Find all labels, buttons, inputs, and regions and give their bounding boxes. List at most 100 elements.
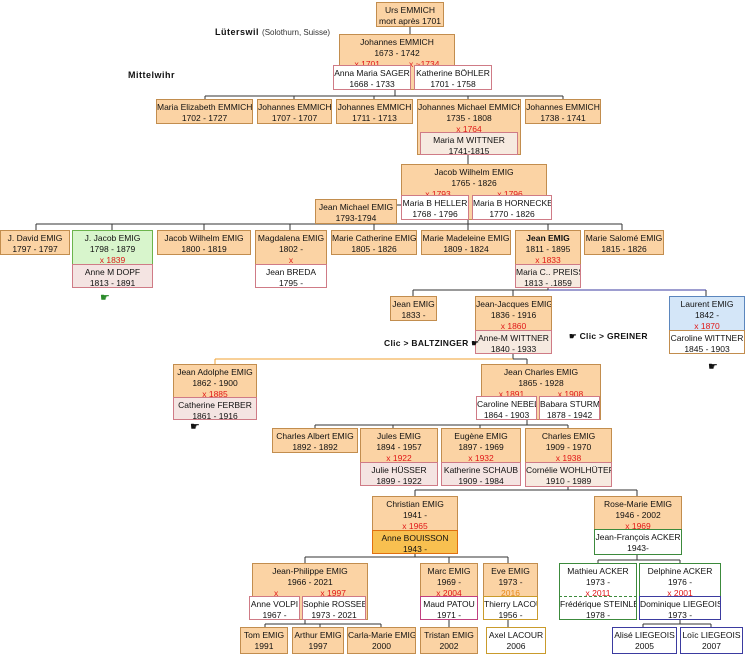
spouse-bohler[interactable]: Katherine BÖHLER 1701 - 1758 xyxy=(414,65,492,90)
pointing-hand-icon[interactable]: ☛ xyxy=(100,292,110,304)
marriage-year: x 1938 xyxy=(555,453,582,463)
person-dates: 1770 - 1826 xyxy=(489,209,535,219)
spouse-wittner-1845[interactable]: Caroline WITTNER 1845 - 1903 xyxy=(669,330,745,354)
marriage-year: x 1969 xyxy=(625,521,651,531)
marriage-year: x 1764 xyxy=(456,124,482,134)
person-jean-michael-emig[interactable]: Jean Michael EMIG 1793-1794 xyxy=(315,199,397,224)
spouse-acker[interactable]: Jean-François ACKER 1943- xyxy=(594,529,682,555)
spouse-wittner-1741[interactable]: Maria M WITTNER 1741-1815 xyxy=(420,132,518,155)
spouse-steinle[interactable]: Frédérique STEINLÉ 1978 - xyxy=(559,596,637,620)
link-label: Clic > GREINER xyxy=(579,331,648,341)
pointing-hand-icon[interactable]: ☛ xyxy=(708,361,718,373)
person-maria-elizabeth-emmich[interactable]: Maria Elizabeth EMMICH 1702 - 1727 xyxy=(156,99,253,124)
person-johannes-emmich-1711[interactable]: Johannes EMMICH 1711 - 1713 xyxy=(336,99,413,124)
spouse-schaub[interactable]: Katherine SCHAUB 1909 - 1984 xyxy=(441,462,521,486)
person-j-david-emig[interactable]: J. David EMIG 1797 - 1797 xyxy=(0,230,70,255)
person-dates: 1711 - 1713 xyxy=(352,113,397,123)
person-dates: 1973 - xyxy=(667,610,693,620)
person-name: Katherine SCHAUB xyxy=(443,465,519,475)
spouse-wittner-1840[interactable]: Anne-M WITTNER 1840 - 1933 xyxy=(475,330,552,354)
person-jean-emig-1833[interactable]: Jean EMIG 1833 - xyxy=(390,296,437,321)
person-dates: 1978 - xyxy=(585,610,611,620)
spouse-nebel[interactable]: Caroline NEBEL 1864 - 1903 xyxy=(476,396,537,420)
person-arthur-emig[interactable]: Arthur EMIG 1997 xyxy=(292,627,344,654)
person-name: Jacob Wilhelm EMIG xyxy=(164,233,244,243)
person-name: Maria B HORNECKER xyxy=(473,198,552,208)
person-name: Johannes EMMICH xyxy=(258,102,332,112)
person-johannes-emmich-1738[interactable]: Johannes EMMICH 1738 - 1741 xyxy=(525,99,601,124)
marriage-year: x 1833 xyxy=(535,255,561,265)
person-tom-emig[interactable]: Tom EMIG 1991 xyxy=(240,627,288,654)
spouse-heller[interactable]: Maria B HELLER 1768 - 1796 xyxy=(401,195,469,220)
person-name: Anne VOLPI xyxy=(250,599,299,609)
person-johannes-emmich-1707[interactable]: Johannes EMMICH 1707 - 1707 xyxy=(257,99,332,124)
person-dates: 1768 - 1796 xyxy=(412,209,458,219)
location-mittelwihr: Mittelwihr xyxy=(128,70,175,80)
spouse-lacour[interactable]: Thierry LACOUR 1956 - xyxy=(483,596,538,620)
person-urs-emmich[interactable]: Urs EMMICH mort après 1701 xyxy=(376,2,444,27)
person-name: Alisé LIEGEOIS xyxy=(614,630,675,640)
person-dates: 1765 - 1826 xyxy=(451,178,497,188)
person-dates: 2007 xyxy=(702,641,721,651)
person-dates: 1864 - 1903 xyxy=(483,410,530,420)
spouse-ferber[interactable]: Catherine FERBER 1861 - 1916 xyxy=(173,397,257,420)
marriage-year: x 2011 xyxy=(585,588,611,598)
person-name: Eve EMIG xyxy=(491,566,530,576)
person-jacob-wilhelm-emig-1800[interactable]: Jacob Wilhelm EMIG 1800 - 1819 xyxy=(157,230,251,255)
person-name: Maria M WITTNER xyxy=(433,135,505,145)
spouse-patou[interactable]: Maud PATOU 1971 - xyxy=(420,596,478,620)
person-name: Jean-François ACKER xyxy=(595,532,681,542)
person-name: Jean BREDA xyxy=(265,267,317,277)
person-dates: 1668 - 1733 xyxy=(349,79,395,89)
spouse-breda[interactable]: Jean BREDA 1795 - xyxy=(255,264,327,288)
person-name: Anne BOUISSON xyxy=(381,533,449,543)
person-dates: 1991 xyxy=(254,641,274,651)
person-name: Julie HÜSSER xyxy=(371,465,427,475)
person-name: Jean Charles EMIG xyxy=(503,367,579,377)
person-dates: 1738 - 1741 xyxy=(540,113,586,123)
marriage-year: x ~1734 xyxy=(409,59,440,69)
spouse-rosseel[interactable]: Sophie ROSSEEL 1973 - 2021 xyxy=(302,596,366,620)
spouse-preiss[interactable]: Maria C.. PREISS 1813 - .1859 xyxy=(515,264,581,288)
spouse-volpi[interactable]: Anne VOLPI 1967 - xyxy=(249,596,300,620)
spouse-sager[interactable]: Anna Maria SAGER 1668 - 1733 xyxy=(333,65,411,90)
spouse-hornecker[interactable]: Maria B HORNECKER 1770 - 1826 xyxy=(472,195,552,220)
spouse-bouisson[interactable]: Anne BOUISSON 1943 - xyxy=(372,530,458,554)
link-greiner[interactable]: ☛ Clic > GREINER xyxy=(569,331,648,342)
person-name: Urs EMMICH xyxy=(384,5,436,15)
person-name: Dominique LIEGEOIS xyxy=(640,599,721,609)
person-tristan-emig[interactable]: Tristan EMIG 2002 xyxy=(420,627,478,654)
person-axel-lacour[interactable]: Axel LACOUR 2006 xyxy=(486,627,546,654)
person-name: Marie Madeleine EMIG xyxy=(422,233,510,243)
person-dates: 1836 - 1916 xyxy=(490,310,537,320)
person-name: Babara STURM xyxy=(540,399,600,409)
marriage-year: x 1870 xyxy=(694,321,720,331)
spouse-dopf[interactable]: Anne M DOPF 1813 - 1891 xyxy=(72,264,153,288)
person-name: Jean Adolphe EMIG xyxy=(177,367,253,377)
person-name: Magdalena EMIG xyxy=(257,233,325,243)
person-marie-madeleine-emig[interactable]: Marie Madeleine EMIG 1809 - 1824 xyxy=(421,230,511,255)
link-baltzinger[interactable]: Clic > BALTZINGER ☛ xyxy=(384,338,479,349)
person-name: Jacob Wilhelm EMIG xyxy=(434,167,514,177)
person-loic-liegeois[interactable]: Loïc LIEGEOIS 2007 xyxy=(680,627,743,654)
person-dates: 1862 - 1900 xyxy=(192,378,238,388)
link-label: Clic > BALTZINGER xyxy=(384,338,469,348)
marriage-year: x 1839 xyxy=(99,255,126,265)
person-carla-marie-emig[interactable]: Carla-Marie EMIG 2000 xyxy=(347,627,416,654)
person-dates: 1798 - 1879 xyxy=(89,244,136,254)
person-marie-catherine-emig[interactable]: Marie Catherine EMIG 1805 - 1826 xyxy=(331,230,417,255)
person-alise-liegeois[interactable]: Alisé LIEGEOIS 2005 xyxy=(612,627,677,654)
person-marie-salome-emig[interactable]: Marie Salomé EMIG 1815 - 1826 xyxy=(584,230,664,255)
person-name: Jean EMIG xyxy=(392,299,435,309)
spouse-wohlhuter[interactable]: Cornélie WOHLHÜTER 1910 - 1989 xyxy=(525,462,612,487)
spouse-husser[interactable]: Julie HÜSSER 1899 - 1922 xyxy=(360,462,438,486)
spouse-liegeois[interactable]: Dominique LIEGEOIS 1973 - xyxy=(639,596,721,620)
person-name: Jean EMIG xyxy=(526,233,570,243)
person-dates: 1707 - 1707 xyxy=(271,113,318,123)
spouse-sturm[interactable]: Babara STURM 1878 - 1942 xyxy=(539,396,600,420)
person-charles-albert-emig[interactable]: Charles Albert EMIG 1892 - 1892 xyxy=(272,428,358,453)
person-dates: 1997 xyxy=(308,641,328,651)
person-dates: 1976 - xyxy=(667,577,693,587)
pointing-hand-icon[interactable]: ☛ xyxy=(190,421,200,433)
